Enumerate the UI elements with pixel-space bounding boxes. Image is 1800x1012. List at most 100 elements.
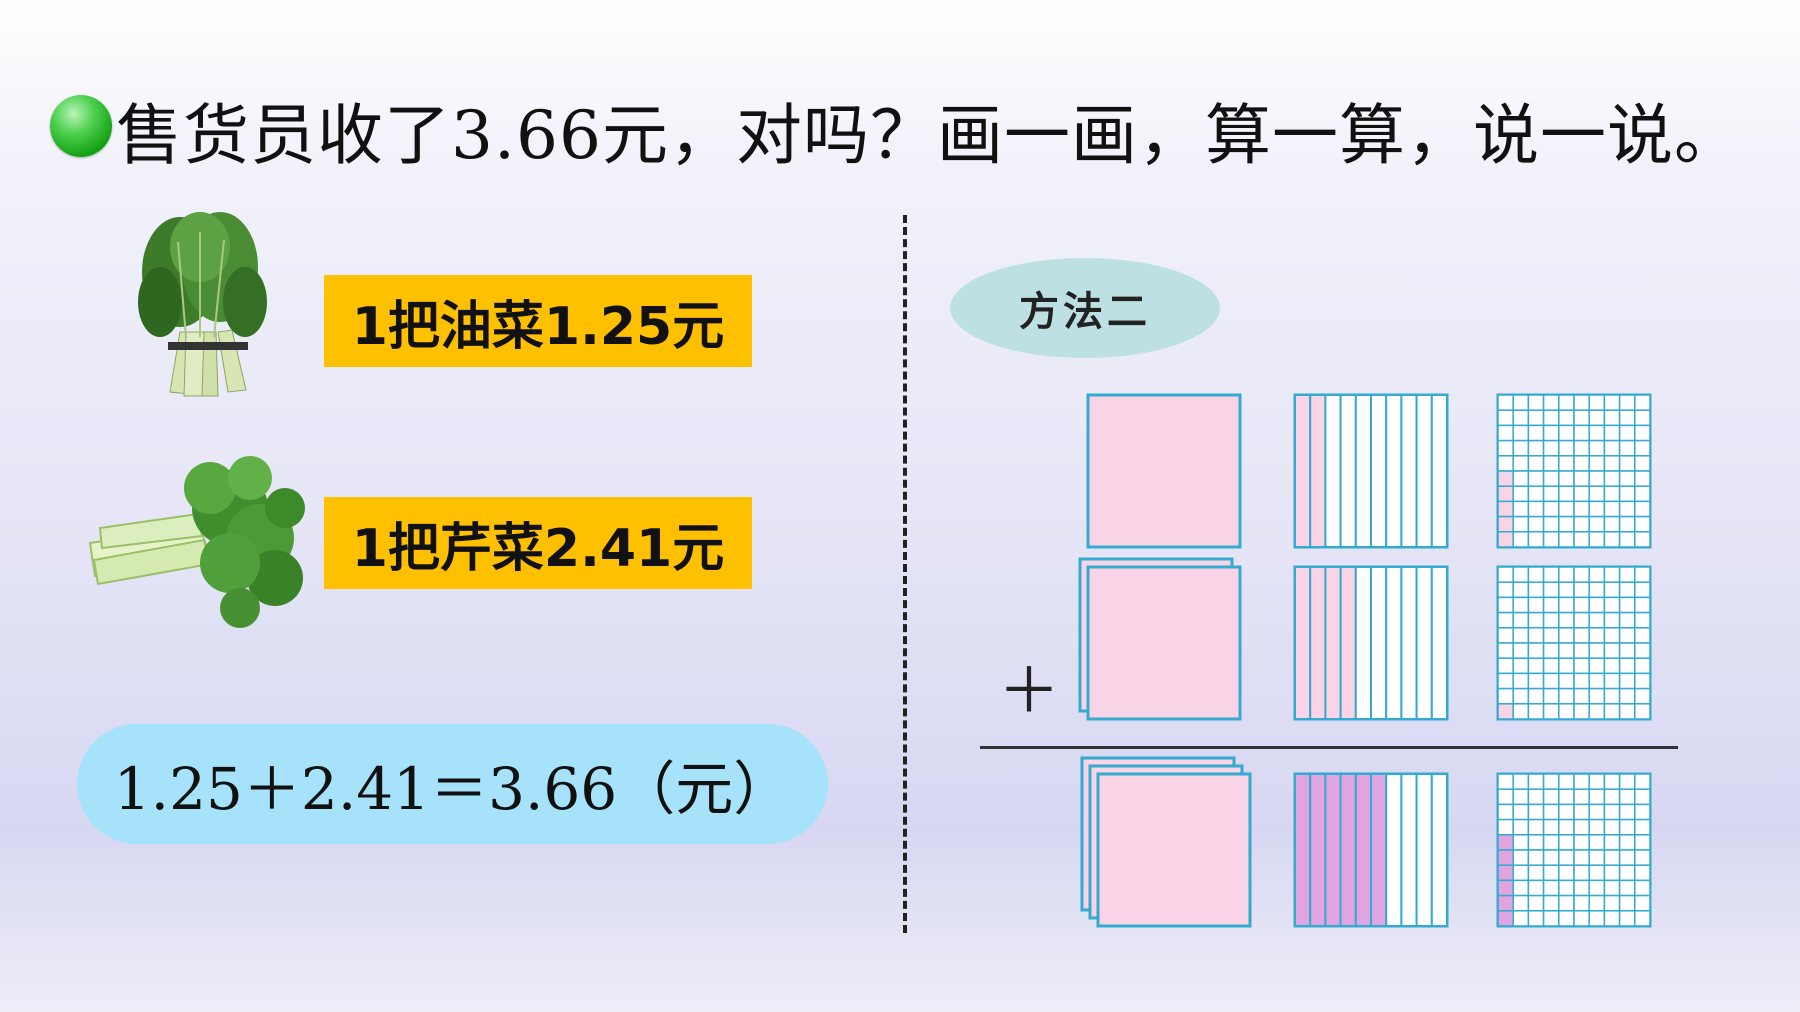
hundredths-cell <box>1634 485 1651 503</box>
hundredths-cell <box>1558 657 1575 675</box>
hundredths-cell <box>1588 773 1606 790</box>
hundredths-cell <box>1588 894 1606 912</box>
hundredths-cell <box>1603 834 1621 851</box>
hundredths-cell <box>1588 834 1606 851</box>
hundredths-cell <box>1497 910 1514 927</box>
hundredths-cell <box>1618 611 1636 629</box>
hundredths-cell <box>1634 566 1651 583</box>
hundredths-cell <box>1588 672 1606 690</box>
hundredths-cell <box>1527 818 1545 836</box>
hundredths-cell <box>1558 672 1575 690</box>
price-label-bok-choy: 1把油菜1.25元 <box>324 275 752 367</box>
hundredths-cell <box>1527 500 1545 518</box>
ones-block <box>1086 565 1242 721</box>
tenths-strip <box>1415 566 1433 720</box>
tenths-strip <box>1309 394 1327 548</box>
hundredths-cell <box>1558 642 1575 659</box>
hundredths-cell <box>1573 672 1590 690</box>
hundredths-cell <box>1542 455 1560 472</box>
hundredths-cell <box>1618 500 1636 518</box>
hundredths-cell <box>1588 642 1606 659</box>
hundredths-cell <box>1618 439 1636 457</box>
hundredths-cell <box>1497 864 1514 882</box>
hundredths-cell <box>1588 500 1606 518</box>
hundredths-cell <box>1573 439 1590 457</box>
hundredths-cell <box>1512 515 1530 533</box>
hundredths-cell <box>1542 672 1560 690</box>
hundredths-cell <box>1527 773 1545 790</box>
hundredths-cell <box>1512 596 1530 614</box>
hundredths-cell <box>1618 803 1636 821</box>
hundredths-cell <box>1588 803 1606 821</box>
hundredths-cell <box>1512 611 1530 629</box>
hundredths-cell <box>1618 394 1636 411</box>
hundredths-cell <box>1542 879 1560 897</box>
hundredths-cell <box>1512 657 1530 675</box>
hundredths-cell <box>1588 394 1606 411</box>
ones-block <box>1086 393 1242 549</box>
hundredths-cell <box>1603 687 1621 705</box>
tenths-strip <box>1430 394 1449 548</box>
hundredths-cell <box>1512 581 1530 599</box>
hundredths-cell <box>1634 455 1651 472</box>
hundredths-cell <box>1603 394 1621 411</box>
hundredths-cell <box>1497 642 1514 659</box>
hundredths-cell <box>1527 531 1545 548</box>
hundredths-cell <box>1618 672 1636 690</box>
hundredths-cell <box>1573 788 1590 806</box>
hundredths-cell <box>1558 818 1575 836</box>
hundredths-cell <box>1558 596 1575 614</box>
tenths-block <box>1293 393 1449 549</box>
hundredths-cell <box>1634 849 1651 866</box>
hundredths-cell <box>1618 642 1636 659</box>
hundredths-cell <box>1497 455 1514 472</box>
hundredths-cell <box>1542 864 1560 882</box>
hundredths-cell <box>1512 455 1530 472</box>
hundredths-cell <box>1512 642 1530 659</box>
hundredths-cell <box>1527 894 1545 912</box>
hundredths-cell <box>1527 910 1545 927</box>
hundredths-cell <box>1573 703 1590 720</box>
hundredths-cell <box>1542 687 1560 705</box>
hundredths-cell <box>1634 894 1651 912</box>
hundredths-cell <box>1588 864 1606 882</box>
ones-block <box>1078 557 1234 713</box>
sum-line <box>980 746 1678 749</box>
hundredths-cell <box>1527 611 1545 629</box>
hundredths-cell <box>1527 834 1545 851</box>
hundredths-cell <box>1573 849 1590 866</box>
hundredths-cell <box>1588 581 1606 599</box>
hundredths-cell <box>1497 424 1514 442</box>
hundredths-cell <box>1588 818 1606 836</box>
hundredths-cell <box>1618 531 1636 548</box>
hundredths-cell <box>1497 500 1514 518</box>
hundredths-cell <box>1573 409 1590 427</box>
tenths-strip <box>1354 394 1373 548</box>
hundredths-cell <box>1512 500 1530 518</box>
hundredths-cell <box>1618 849 1636 866</box>
hundredths-cell <box>1634 581 1651 599</box>
hundredths-cell <box>1542 596 1560 614</box>
hundredths-cell <box>1634 500 1651 518</box>
hundredths-cell <box>1634 515 1651 533</box>
ones-block <box>1080 756 1236 912</box>
hundredths-cell <box>1573 424 1590 442</box>
hundredths-cell <box>1497 803 1514 821</box>
tenths-strip <box>1370 773 1388 927</box>
hundredths-cell <box>1573 455 1590 472</box>
tenths-strip <box>1370 394 1388 548</box>
tenths-strip <box>1294 566 1312 720</box>
hundredths-cell <box>1588 596 1606 614</box>
hundredths-cell <box>1618 424 1636 442</box>
hundredths-cell <box>1603 773 1621 790</box>
hundredths-cell <box>1588 687 1606 705</box>
hundredths-cell <box>1558 566 1575 583</box>
hundredths-cell <box>1558 409 1575 427</box>
hundredths-cell <box>1558 470 1575 487</box>
hundredths-cell <box>1527 424 1545 442</box>
tenths-strip <box>1339 566 1357 720</box>
hundredths-cell <box>1527 515 1545 533</box>
hundredths-cell <box>1634 531 1651 548</box>
hundredths-cell <box>1588 627 1606 644</box>
hundredths-cell <box>1497 394 1514 411</box>
